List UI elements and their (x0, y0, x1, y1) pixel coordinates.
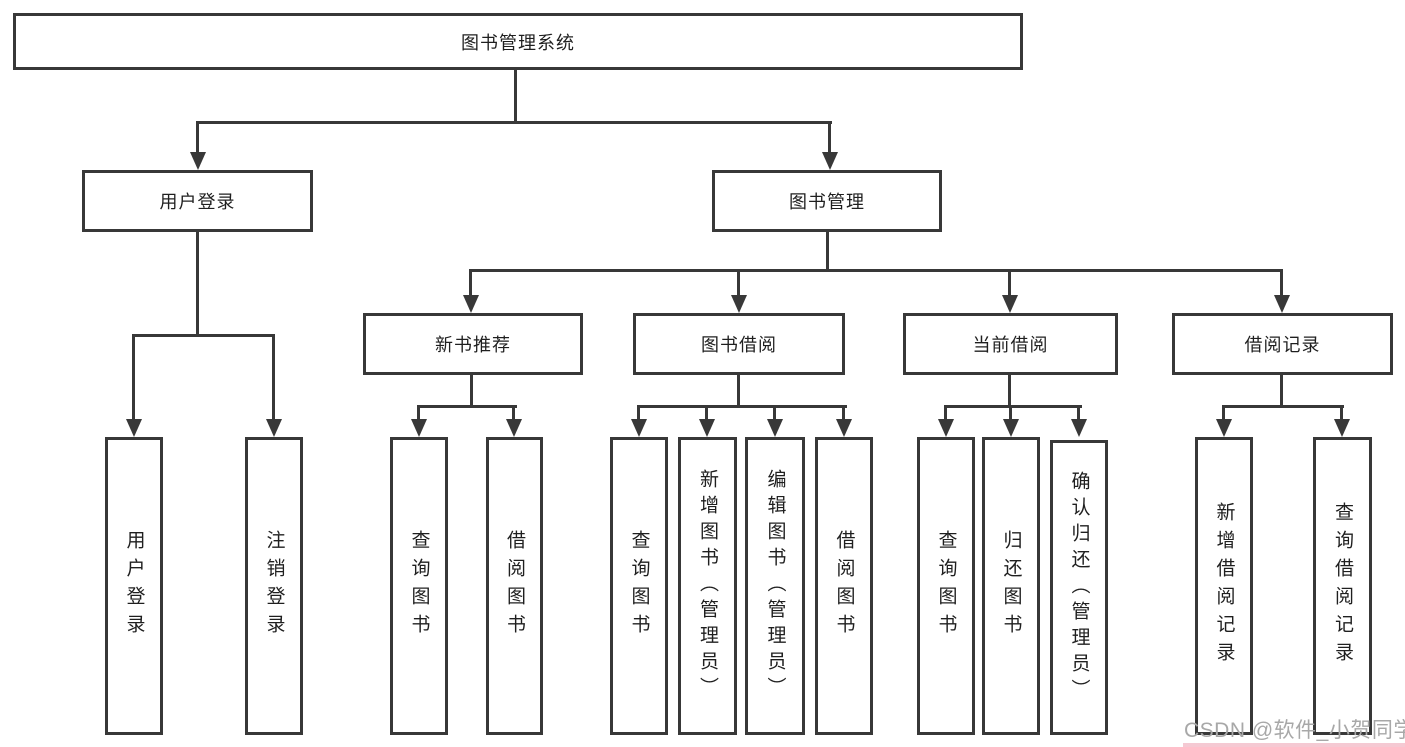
leaf-borrow-query-books: 查询图书 (610, 437, 668, 735)
watermark-pink-strip (1183, 743, 1405, 747)
node-borrow-records-label: 借阅记录 (1244, 335, 1321, 355)
leaf-borrow-books-label: 借阅图书 (833, 530, 855, 642)
connector-arrow-g3-add-stem (705, 405, 708, 419)
leaf-recommend-query-books: 查询图书 (390, 437, 448, 735)
leaf-return-books-label: 归还图书 (1000, 530, 1022, 642)
node-library-system: 图书管理系统 (13, 13, 1023, 70)
leaf-user-login-label: 用户登录 (123, 530, 145, 642)
connector-arrow-newbook-stem (469, 269, 472, 295)
csdn-watermark: CSDN @软件_小贺同学 (1184, 719, 1405, 742)
connector-arrow-g3-borrow-stem (842, 405, 845, 419)
connector-arrow-current-stem (1008, 269, 1011, 295)
connector-l2-rail (196, 121, 832, 124)
node-user-login: 用户登录 (82, 170, 313, 232)
connector-borrow-stem (737, 375, 740, 408)
arrowhead-leaf-login (126, 419, 142, 437)
node-book-borrow-label: 图书借阅 (701, 335, 777, 355)
connector-arrow-records-stem (1280, 269, 1283, 295)
leaf-current-query-books-label: 查询图书 (935, 530, 957, 642)
connector-newbook-rail (417, 405, 517, 408)
connector-arrow-g3-edit-stem (773, 405, 776, 419)
arrowhead-user-login (190, 152, 206, 170)
node-borrow-records: 借阅记录 (1172, 313, 1393, 375)
leaf-recommend-query-books-label: 查询图书 (408, 530, 430, 642)
connector-borrow-rail (637, 405, 847, 408)
connector-book-mgmt-stem (826, 232, 829, 270)
leaf-recommend-borrow-books: 借阅图书 (486, 437, 543, 735)
arrowhead-g3-borrow (836, 419, 852, 437)
leaf-query-borrow-record-label: 查询借阅记录 (1332, 502, 1353, 670)
leaf-recommend-borrow-books-label: 借阅图书 (504, 530, 525, 642)
node-new-book-recommend-label: 新书推荐 (435, 335, 511, 355)
node-book-management: 图书管理 (712, 170, 942, 232)
connector-current-stem (1008, 375, 1011, 408)
node-book-borrow: 图书借阅 (633, 313, 845, 375)
leaf-current-query-books: 查询图书 (917, 437, 975, 735)
leaf-query-borrow-record: 查询借阅记录 (1313, 437, 1372, 735)
node-new-book-recommend: 新书推荐 (363, 313, 583, 375)
node-current-borrow: 当前借阅 (903, 313, 1118, 375)
connector-arrow-g4-query-stem (944, 405, 947, 419)
connector-arrow-leaf-logout-stem (272, 334, 275, 419)
leaf-add-borrow-record: 新增借阅记录 (1195, 437, 1253, 735)
arrowhead-g5-add (1216, 419, 1232, 437)
connector-newbook-stem (470, 375, 473, 408)
connector-l3-rail (469, 269, 1283, 272)
connector-arrow-g5-query-stem (1340, 405, 1343, 419)
arrowhead-newbook (463, 295, 479, 313)
connector-arrow-g5-add-stem (1222, 405, 1225, 419)
connector-arrow-g4-confirm-stem (1077, 405, 1080, 419)
leaf-logout-label: 注销登录 (263, 530, 285, 642)
connector-records-rail (1222, 405, 1344, 408)
connector-root-stem (514, 70, 517, 122)
connector-current-rail (944, 405, 1082, 408)
connector-arrow-g2-borrow-stem (512, 405, 515, 419)
leaf-add-books-admin-label: 新增图书（管理员） (697, 469, 718, 703)
arrowhead-records (1274, 295, 1290, 313)
connector-arrow-leaf-login-stem (132, 334, 135, 419)
node-library-system-label: 图书管理系统 (461, 32, 575, 53)
leaf-edit-books-admin-label: 编辑图书（管理员） (764, 469, 786, 703)
connector-records-stem (1280, 375, 1283, 408)
arrowhead-g2-query (411, 419, 427, 437)
leaf-confirm-return-admin: 确认归还（管理员） (1050, 440, 1108, 735)
leaf-borrow-query-books-label: 查询图书 (628, 530, 650, 642)
arrowhead-book-mgmt (822, 152, 838, 170)
arrowhead-g4-confirm (1071, 419, 1087, 437)
connector-arrow-g4-return-stem (1009, 405, 1012, 419)
arrowhead-g4-query (938, 419, 954, 437)
connector-arrow-book-mgmt-stem (828, 121, 831, 152)
leaf-edit-books-admin: 编辑图书（管理员） (745, 437, 805, 735)
leaf-add-books-admin: 新增图书（管理员） (678, 437, 737, 735)
node-user-login-label: 用户登录 (159, 192, 236, 212)
arrowhead-current (1002, 295, 1018, 313)
arrowhead-g3-edit (767, 419, 783, 437)
leaf-return-books: 归还图书 (982, 437, 1040, 735)
arrowhead-borrow (731, 295, 747, 313)
leaf-user-login: 用户登录 (105, 437, 163, 735)
node-book-management-label: 图书管理 (789, 192, 865, 212)
arrowhead-g2-borrow (506, 419, 522, 437)
leaf-confirm-return-admin-label: 确认归还（管理员） (1068, 470, 1090, 705)
arrowhead-g3-add (699, 419, 715, 437)
arrowhead-leaf-logout (266, 419, 282, 437)
arrowhead-g5-query (1334, 419, 1350, 437)
connector-user-login-stem (196, 232, 199, 336)
leaf-borrow-books: 借阅图书 (815, 437, 873, 735)
connector-arrow-g2-query-stem (417, 405, 420, 419)
connector-arrow-borrow-stem (737, 269, 740, 295)
node-current-borrow-label: 当前借阅 (972, 335, 1049, 355)
leaf-add-borrow-record-label: 新增借阅记录 (1213, 502, 1235, 670)
arrowhead-g4-return (1003, 419, 1019, 437)
connector-arrow-g3-query-stem (637, 405, 640, 419)
arrowhead-g3-query (631, 419, 647, 437)
connector-arrow-user-login-stem (196, 121, 199, 152)
leaf-logout: 注销登录 (245, 437, 303, 735)
connector-user-login-rail (132, 334, 275, 337)
